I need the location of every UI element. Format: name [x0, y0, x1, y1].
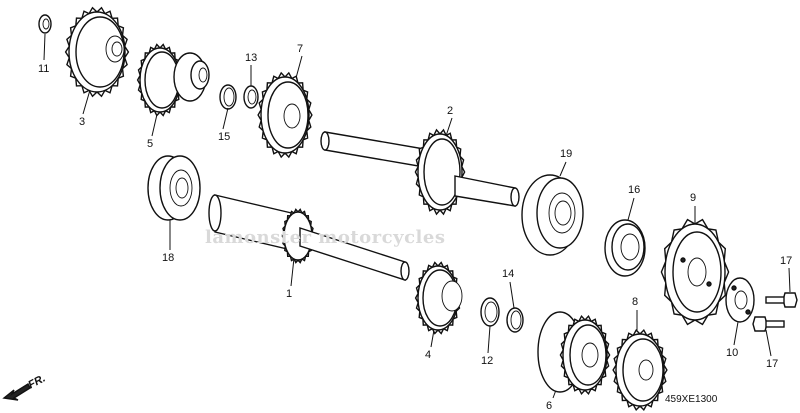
leader-line [733, 321, 739, 346]
callout-1: 1 [286, 288, 293, 300]
callout-15: 15 [218, 131, 231, 143]
gear-7 [257, 71, 313, 159]
leader-lines [43, 33, 791, 399]
callout-2: 2 [447, 105, 454, 117]
countershaft-2 [320, 128, 520, 216]
gear-4 [414, 261, 463, 335]
drawing-code: 459XE1300 [665, 394, 718, 405]
callout-17-upper: 17 [780, 255, 793, 267]
callout-14: 14 [502, 268, 515, 280]
callout-12: 12 [481, 355, 494, 367]
gear-8 [612, 328, 668, 412]
leader-line [445, 117, 453, 137]
callout-16: 16 [628, 184, 641, 196]
leader-line [788, 267, 791, 293]
washer-11 [38, 14, 52, 34]
gear-3 [64, 6, 130, 98]
leader-line [295, 55, 303, 79]
fixing-plate-10 [725, 277, 755, 323]
bearing-18 [147, 155, 201, 221]
callout-5: 5 [147, 138, 154, 150]
leader-line [765, 329, 772, 357]
leader-line [559, 161, 567, 177]
callout-10: 10 [726, 347, 739, 359]
leader-line [222, 107, 229, 130]
leader-line [487, 325, 491, 354]
callout-6: 6 [546, 400, 553, 412]
callout-18: 18 [162, 252, 175, 264]
callout-9: 9 [690, 192, 697, 204]
gear-6 [537, 311, 611, 396]
gear-5 [136, 43, 210, 117]
watermark: lamonster motorcycles [205, 227, 446, 248]
callout-4: 4 [425, 349, 432, 361]
callout-13: 13 [245, 52, 258, 64]
bolt-17-lower [752, 316, 785, 332]
callout-17-lower: 17 [766, 358, 779, 370]
leader-line [627, 197, 635, 221]
snap-ring-14 [506, 307, 524, 333]
callout-3: 3 [79, 116, 86, 128]
leader-line [509, 281, 515, 309]
leader-line [43, 33, 46, 61]
leader-line [82, 89, 91, 115]
callout-8: 8 [632, 296, 639, 308]
callout-19: 19 [560, 148, 573, 160]
callout-7: 7 [297, 43, 304, 55]
bearing-19 [521, 174, 584, 256]
mainshaft-1 [208, 194, 410, 281]
sprocket-9 [660, 218, 730, 326]
callout-11: 11 [38, 63, 50, 75]
bolt-17-upper [765, 292, 798, 308]
leader-line [430, 329, 435, 348]
leader-line [290, 257, 295, 287]
washer-13 [243, 85, 259, 109]
front-direction-arrow-icon [2, 382, 31, 401]
washer-12 [480, 297, 500, 327]
oil-seal-16 [604, 219, 646, 277]
snap-ring-15 [219, 84, 237, 110]
